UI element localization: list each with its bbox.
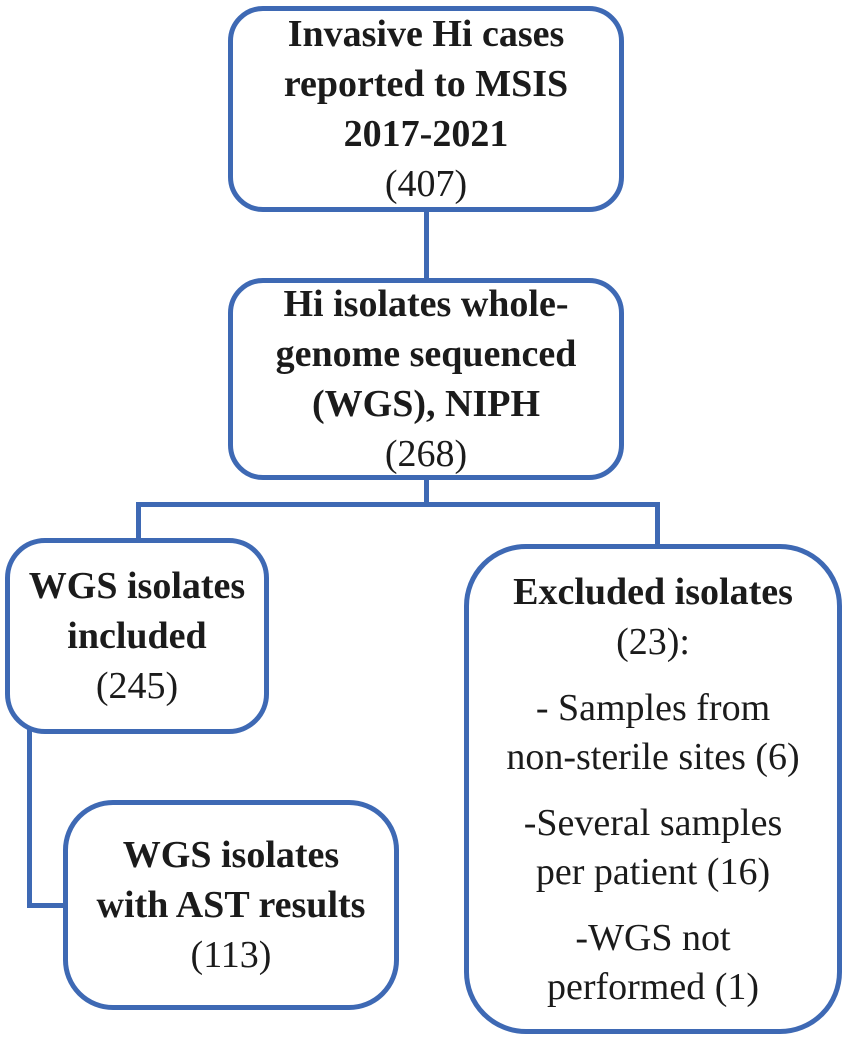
- box-excluded-title: Excluded isolates: [513, 570, 793, 613]
- connector-branch-to-excluded: [655, 502, 660, 546]
- connector-wgs-to-branch: [424, 478, 429, 506]
- box-included-line: included: [67, 615, 207, 657]
- box-msis-line: reported to MSIS: [283, 63, 569, 105]
- box-ast-count: (113): [190, 934, 272, 976]
- box-excluded-item: - Samples from non-sterile sites (6): [506, 686, 800, 778]
- box-ast-line: WGS isolates: [122, 834, 340, 876]
- box-included-count: (245): [95, 665, 179, 707]
- box-excluded: Excluded isolates (23): - Samples from n…: [464, 544, 842, 1034]
- connector-branch-to-included: [136, 502, 141, 540]
- box-ast-results: WGS isolates with AST results (113): [63, 800, 399, 1010]
- box-wgs-sequenced: Hi isolates whole- genome sequenced (WGS…: [228, 278, 624, 480]
- box-wgs-count: (268): [384, 433, 468, 475]
- box-included-line: WGS isolates: [28, 565, 246, 607]
- box-excluded-item: -Several samples per patient (16): [523, 801, 783, 893]
- box-wgs-line: (WGS), NIPH: [312, 383, 540, 425]
- box-wgs-line: Hi isolates whole-: [283, 283, 569, 325]
- connector-branch-horizontal: [136, 502, 660, 507]
- box-msis-line: 2017-2021: [343, 113, 509, 155]
- box-excluded-item: -WGS not performed (1): [546, 916, 760, 1008]
- box-included: WGS isolates included (245): [5, 538, 269, 734]
- box-excluded-count: (23):: [616, 620, 690, 663]
- box-ast-line: with AST results: [96, 884, 366, 926]
- connector-msis-to-wgs: [424, 210, 429, 280]
- box-wgs-line: genome sequenced: [275, 333, 577, 375]
- box-msis-count: (407): [384, 163, 468, 205]
- box-msis-cases: Invasive Hi cases reported to MSIS 2017-…: [228, 6, 624, 212]
- connector-elbow-to-ast: [27, 903, 67, 908]
- connector-included-down: [27, 728, 32, 908]
- box-msis-line: Invasive Hi cases: [287, 13, 565, 55]
